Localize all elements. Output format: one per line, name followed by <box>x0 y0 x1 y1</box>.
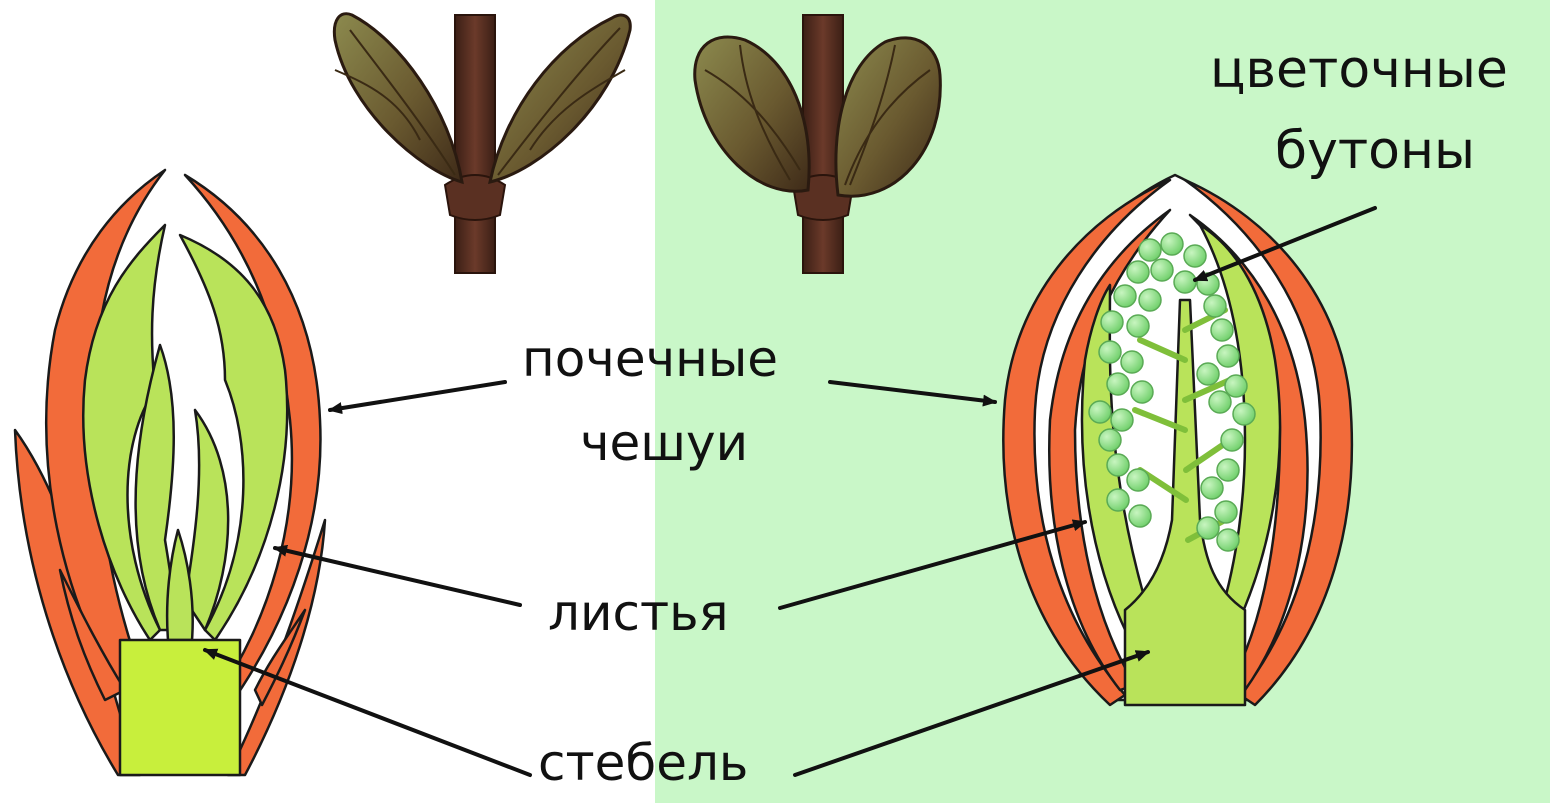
stem-block-left <box>120 640 240 775</box>
leaf-bud-picture-icon <box>334 14 630 273</box>
label-flower-buds-line2: бутоны <box>1275 125 1475 177</box>
label-leaves: листья <box>548 588 729 638</box>
leaf-bud-section <box>15 170 325 775</box>
arrow-scales-right <box>830 382 995 402</box>
flower-bud-picture-icon <box>695 15 941 273</box>
arrow-stem-right <box>795 652 1148 775</box>
label-flower-buds-line1: цветочные <box>1210 44 1508 96</box>
arrow-scales-left <box>330 382 505 410</box>
label-stem: стебель <box>538 738 748 788</box>
leaf-tip <box>167 530 193 640</box>
flower-bud-section <box>1003 175 1352 705</box>
label-scales-line1: почечные <box>522 334 778 384</box>
label-scales-line2: чешуи <box>580 418 748 468</box>
